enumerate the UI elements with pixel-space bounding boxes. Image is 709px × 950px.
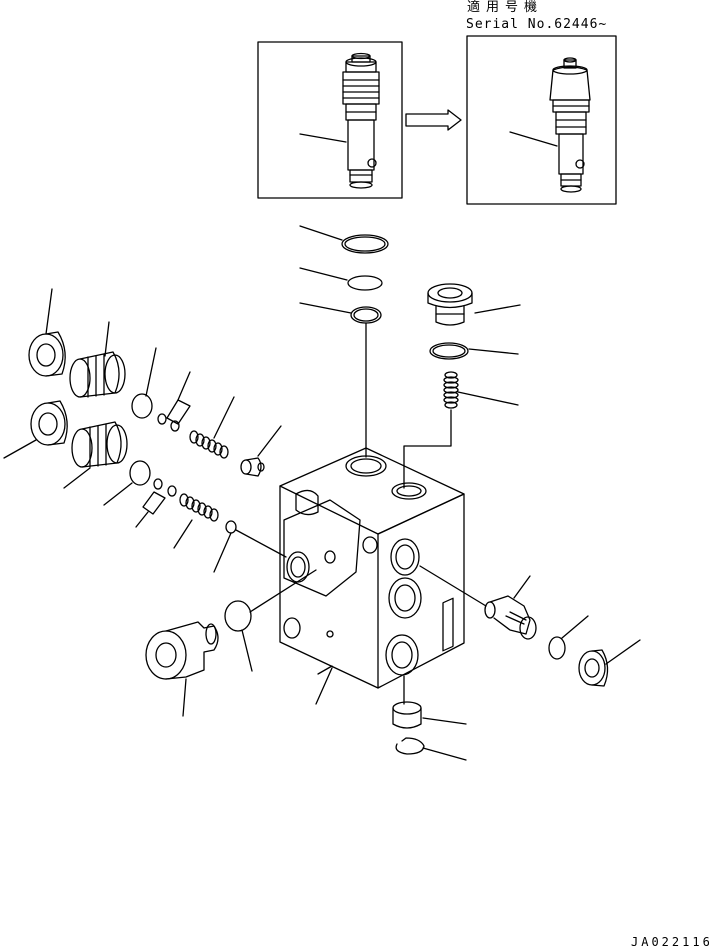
drawing-code: JA022116	[631, 935, 709, 949]
large-plug	[145, 621, 219, 717]
valve-body-leader	[315, 667, 333, 705]
lower-sleeve	[63, 421, 128, 489]
upper-washers	[157, 371, 191, 432]
upper-poppet	[240, 425, 282, 477]
top-o-ring-large	[299, 225, 389, 254]
new-cartridge-inset	[466, 35, 617, 205]
top-o-ring-small	[299, 302, 382, 458]
lower-cap-nut	[3, 400, 68, 459]
snap-ring	[395, 737, 467, 761]
side-poppet	[419, 565, 537, 640]
old-cartridge-leader	[299, 133, 347, 143]
plug-o-ring	[429, 342, 519, 360]
old-relief-cartridge	[342, 52, 380, 189]
old-cartridge-inset	[257, 41, 403, 199]
flange-seal-disc	[224, 569, 317, 672]
plug	[427, 283, 521, 326]
side-cap-nut	[578, 639, 641, 687]
side-disc-seal	[548, 615, 589, 660]
check-ball	[213, 520, 287, 573]
upper-spring	[189, 396, 235, 459]
upper-cap-nut	[28, 288, 66, 377]
upper-sleeve	[69, 321, 126, 398]
applicable-models-label: 適用号機	[467, 0, 544, 15]
valve-body	[279, 447, 465, 689]
lower-disc-seal	[103, 460, 151, 506]
lower-spring	[173, 493, 219, 549]
upper-disc-seal	[131, 347, 157, 419]
top-backup-ring	[299, 267, 383, 291]
poppet-spring	[403, 371, 519, 489]
serial-range-label: Serial No.62446~	[466, 17, 608, 32]
lower-washers	[135, 478, 177, 528]
supersede-arrow	[405, 109, 462, 131]
bottom-collar	[392, 675, 467, 729]
new-cartridge-leader	[509, 131, 558, 147]
new-relief-cartridge	[549, 57, 591, 193]
